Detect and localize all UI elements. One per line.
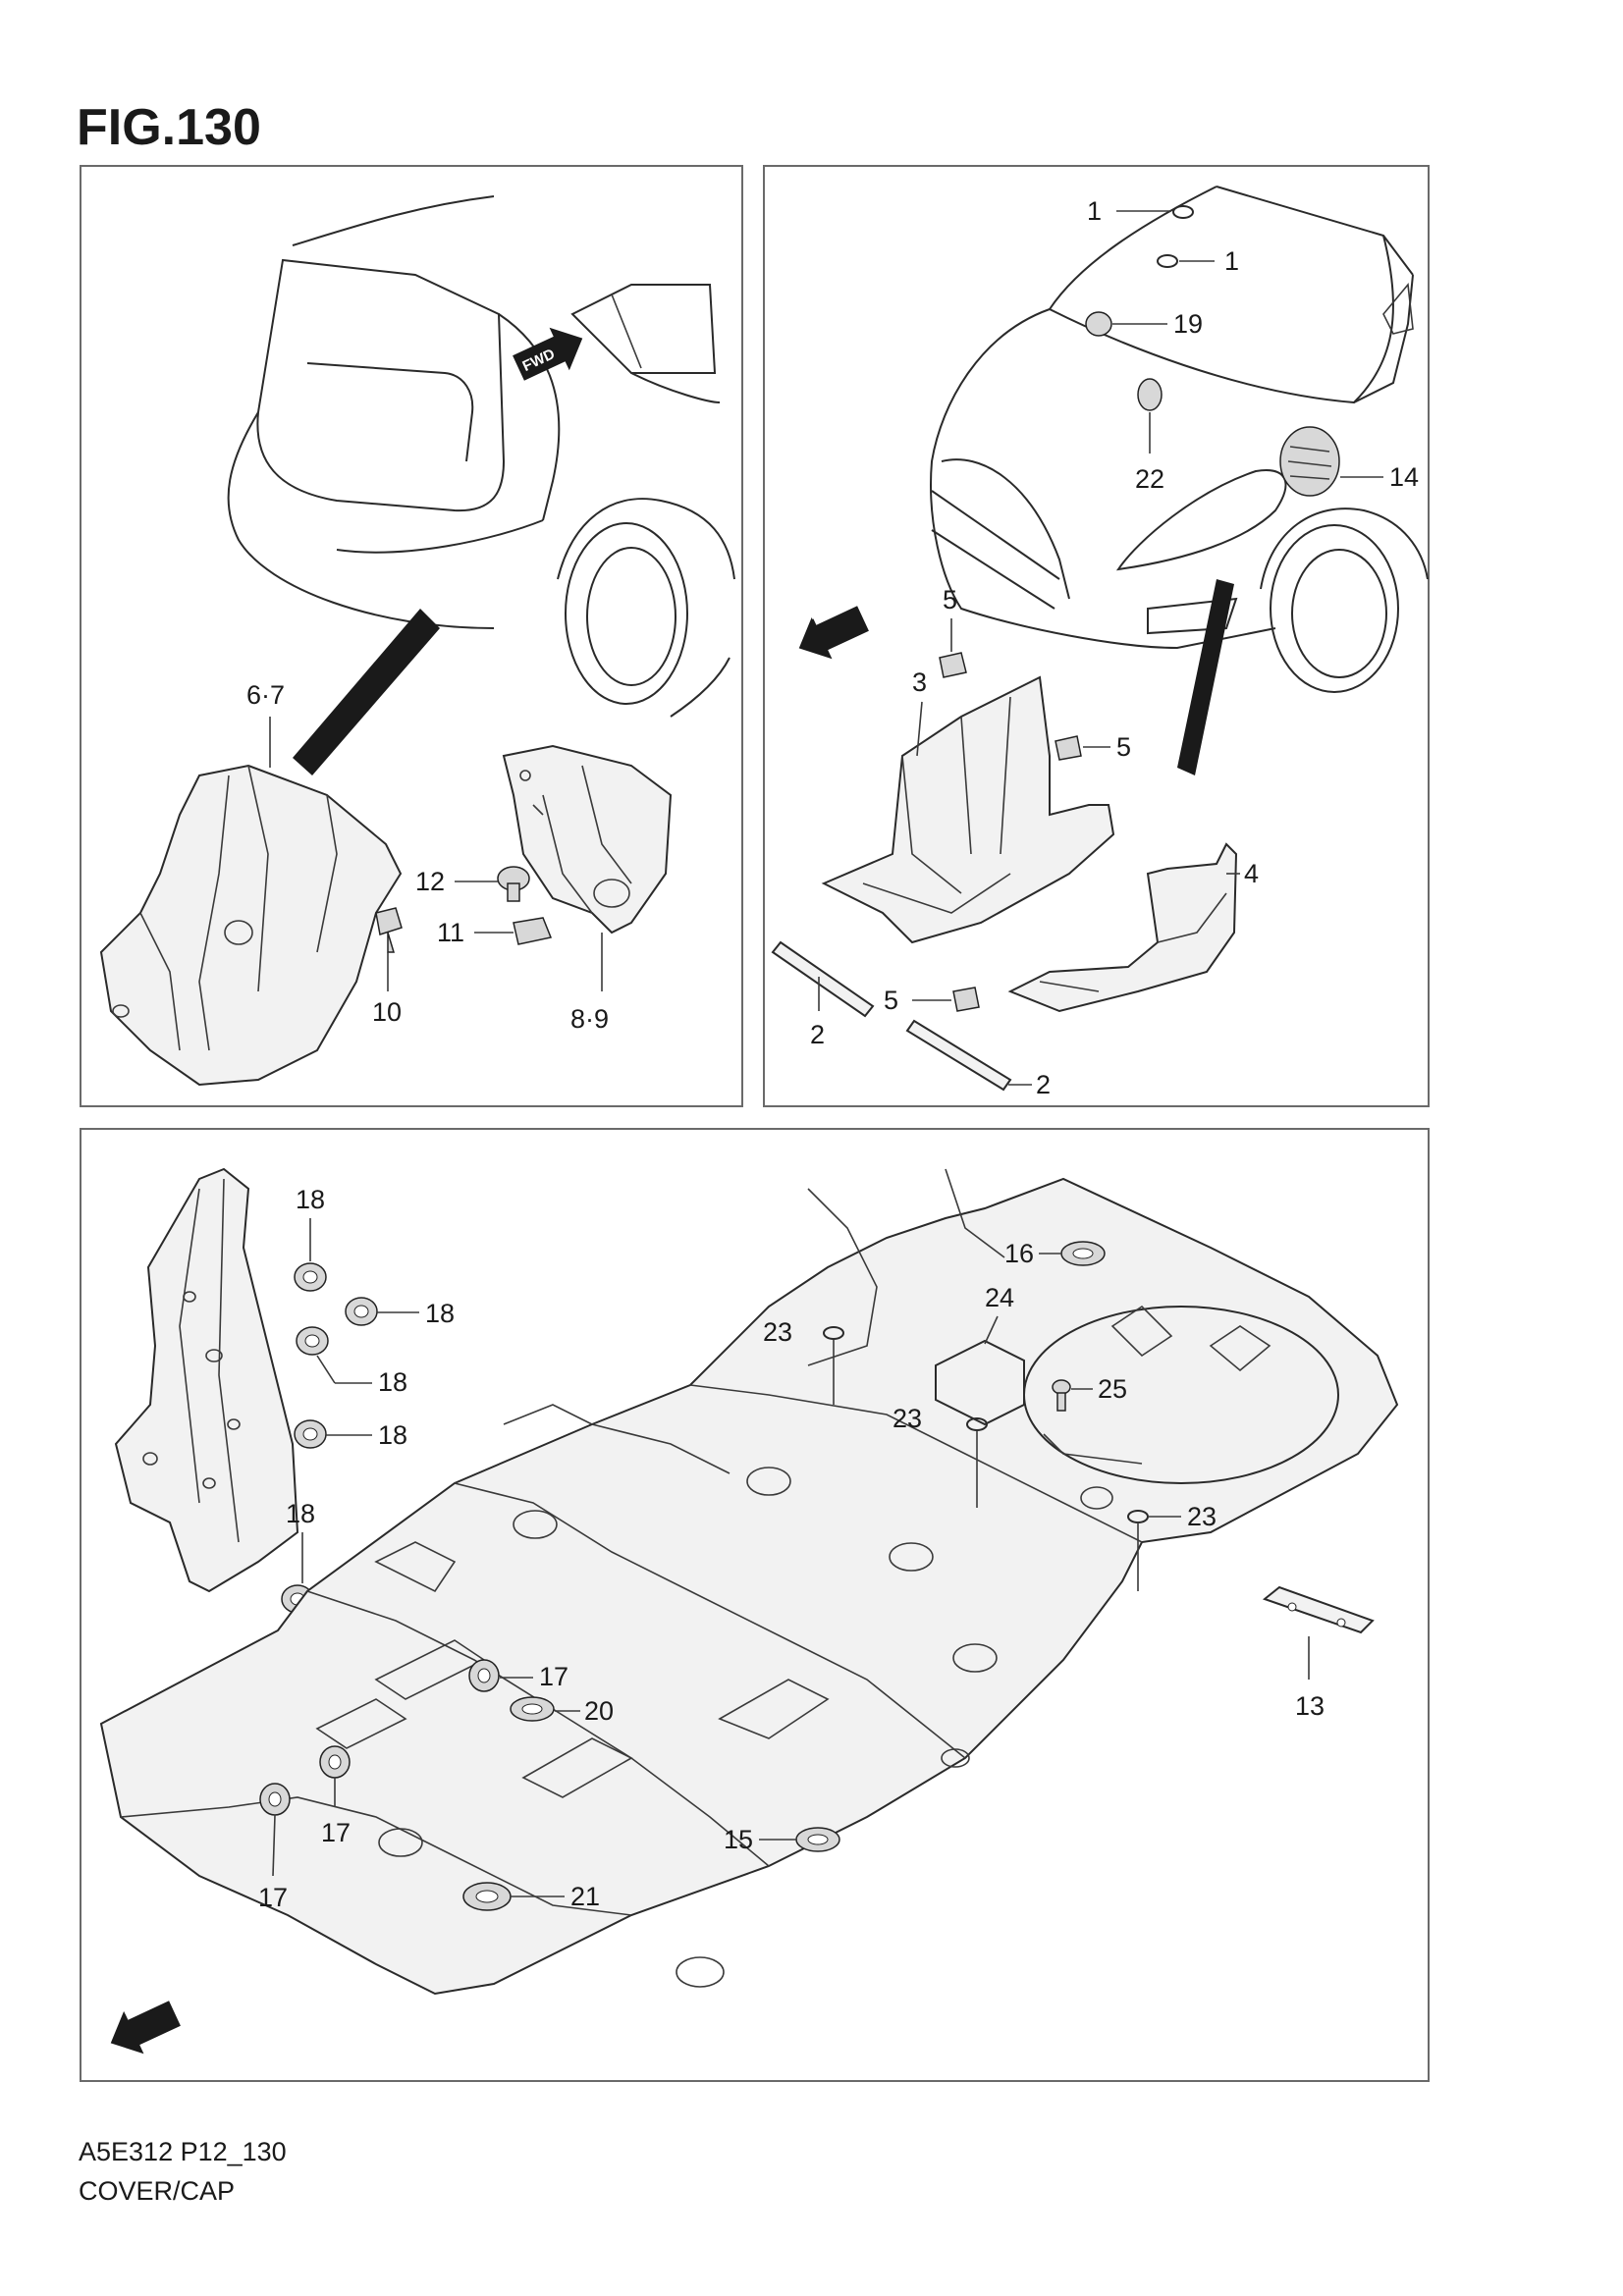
- plug-17a-icon: [468, 1659, 500, 1692]
- plug-17c-icon: [259, 1783, 291, 1816]
- figure-code: A5E312 P12_130: [79, 2137, 287, 2166]
- plug-15-icon: [795, 1827, 840, 1852]
- callout-14: 14: [1389, 462, 1419, 492]
- bracket-24-icon: [935, 1339, 1025, 1426]
- rear-car-outline: [227, 195, 735, 718]
- diagram-panel-rear-liner: FWD 6·7 12 11 10 8·9: [80, 165, 743, 1107]
- callout-12: 12: [415, 867, 445, 896]
- under-cover-4: [1007, 842, 1238, 1013]
- callout-4: 4: [1244, 859, 1259, 888]
- rear-liner-drawing: FWD 6·7 12 11 10 8·9: [99, 195, 735, 1087]
- callout-17b: 17: [321, 1818, 351, 1847]
- callout-17a: 17: [539, 1662, 568, 1691]
- clip-5a-icon: [939, 652, 967, 678]
- plug-23a-icon: [823, 1326, 844, 1340]
- clip-5b-icon: [1055, 735, 1082, 761]
- patch-13-icon: [1262, 1585, 1375, 1634]
- callout-2b: 2: [1036, 1070, 1051, 1099]
- callout-18e: 18: [286, 1499, 315, 1528]
- rear-fender-liner-6-7: [99, 764, 403, 1087]
- diagram-panel-front-cover: FWD 1 1 19 22 14 5 3 5 4: [763, 165, 1430, 1107]
- callout-24: 24: [985, 1283, 1014, 1312]
- callout-22: 22: [1135, 464, 1164, 494]
- callout-18b: 18: [425, 1299, 455, 1328]
- grommet-18b-icon: [345, 1297, 378, 1326]
- pointer-arrow: [293, 609, 440, 775]
- seal-strip-2b: [905, 1019, 1012, 1092]
- rear-fender-liner-8-9: [502, 744, 673, 934]
- plug-23b-icon: [966, 1417, 988, 1431]
- callout-17c: 17: [258, 1883, 288, 1912]
- callout-3: 3: [912, 667, 927, 697]
- engine-under-cover-3: [821, 675, 1115, 944]
- callout-18a: 18: [296, 1185, 325, 1214]
- callout-18d: 18: [378, 1420, 407, 1450]
- side-body-panel: [114, 1167, 299, 1593]
- front-cover-drawing: FWD 1 1 19 22 14 5 3 5 4: [771, 186, 1429, 1099]
- callout-20: 20: [584, 1696, 614, 1726]
- diagram-panel-floor: FWD 18 18 18 18 18 16 24 23 25 23 23 13 …: [80, 1128, 1430, 2082]
- callout-5b: 5: [1116, 732, 1131, 762]
- figure-title: FIG.130: [77, 99, 261, 156]
- callout-25: 25: [1098, 1374, 1127, 1404]
- bolt-25-icon: [1052, 1379, 1071, 1412]
- floor-drawing: FWD 18 18 18 18 18 16 24 23 25 23 23 13 …: [99, 1167, 1399, 2055]
- fastener-10-icon: [375, 907, 403, 953]
- callout-21: 21: [570, 1882, 600, 1911]
- callout-11: 11: [437, 918, 464, 947]
- callout-10: 10: [372, 997, 402, 1027]
- callout-23b: 23: [893, 1404, 922, 1433]
- callout-18c: 18: [378, 1367, 407, 1397]
- seal-strip-2a: [771, 940, 875, 1018]
- front-car-outline: [930, 186, 1429, 693]
- plug-17b-icon: [319, 1745, 351, 1779]
- callout-13: 13: [1295, 1691, 1325, 1721]
- callout-1b: 1: [1224, 246, 1239, 276]
- figure-name: COVER/CAP: [79, 2176, 236, 2206]
- callout-5a: 5: [943, 585, 957, 614]
- callout-8-9: 8·9: [570, 1004, 609, 1034]
- callout-19: 19: [1173, 309, 1203, 339]
- callout-6-7: 6·7: [246, 680, 285, 710]
- fastener-12-icon: [497, 866, 530, 902]
- callout-2a: 2: [810, 1020, 825, 1049]
- callout-23a: 23: [763, 1317, 792, 1347]
- pointer-arrow: [1177, 579, 1234, 775]
- grommet-18a-icon: [294, 1262, 327, 1292]
- fwd-arrow-icon: [110, 2001, 181, 2055]
- floor-pan: [99, 1168, 1399, 1996]
- grommet-18d-icon: [294, 1419, 327, 1449]
- plug-16-icon: [1060, 1241, 1106, 1266]
- clip-5c-icon: [952, 987, 980, 1012]
- plug-20-icon: [510, 1696, 555, 1722]
- plug-21-icon: [462, 1882, 512, 1911]
- fastener-11-icon: [513, 917, 553, 945]
- callout-1a: 1: [1087, 196, 1102, 226]
- callout-5c: 5: [884, 986, 898, 1015]
- callout-23c: 23: [1187, 1502, 1217, 1531]
- callout-16: 16: [1004, 1239, 1034, 1268]
- fwd-arrow-icon: [798, 606, 869, 660]
- grommet-18c-icon: [296, 1326, 329, 1356]
- callout-15: 15: [724, 1825, 753, 1854]
